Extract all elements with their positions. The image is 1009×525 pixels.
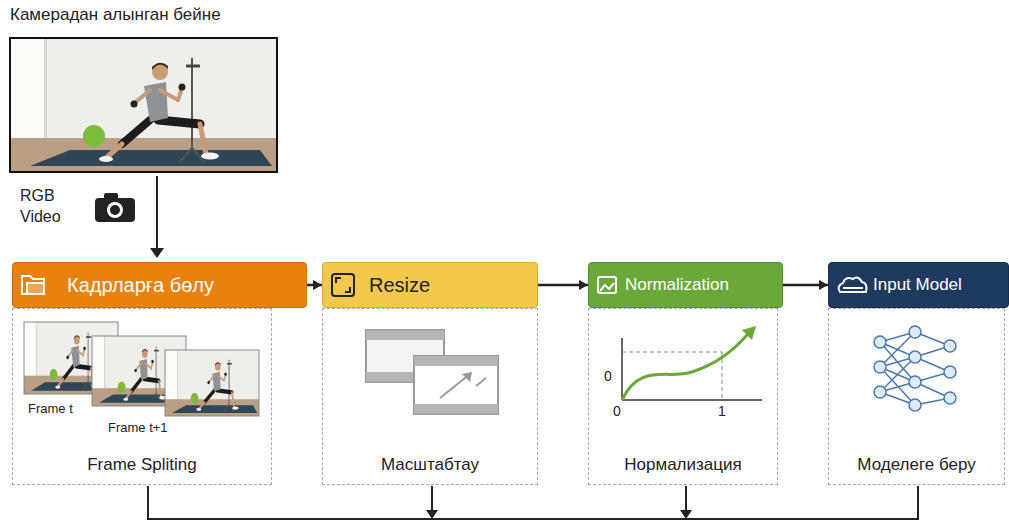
input-label: RGB Video (20, 186, 76, 228)
film-strip-icon (366, 330, 498, 414)
stage-title: Resize (369, 273, 529, 297)
normalization-graph (622, 326, 762, 400)
image-icon (598, 277, 616, 293)
axis-tick: 0 (613, 403, 621, 420)
stage-panel: Нормализация (588, 308, 778, 485)
stage-title: Input Model (873, 275, 1000, 295)
axis-tick: 1 (718, 403, 726, 420)
stage-caption: Масштабтау (381, 455, 479, 475)
camera-icon (95, 193, 135, 222)
stage-title: Кадрларға бөлу (67, 273, 298, 297)
stage-caption: Моделеге беру (857, 455, 975, 475)
stage-header: Resize (322, 262, 538, 308)
stage-header: Input Model (828, 262, 1009, 308)
feedback-lines (148, 486, 918, 519)
arrow-head (680, 510, 692, 519)
stage-caption: Нормализация (624, 455, 741, 475)
flow-arrow (307, 280, 322, 290)
cloud-icon (839, 278, 867, 292)
folder-icon (22, 276, 44, 294)
arrow-head (426, 510, 438, 519)
stage-caption: Frame Spliting (87, 455, 197, 475)
camera-photo (10, 38, 277, 172)
arrow-head (819, 280, 828, 290)
stage-panel: Frame Spliting (12, 308, 272, 485)
stage-header: Normalization (588, 262, 783, 308)
stage-header: Кадрларға бөлу (12, 262, 307, 308)
arrow-head (313, 280, 322, 290)
axis-tick: 0 (604, 368, 612, 385)
diagram-title: Камерадан алынган бейне (10, 5, 221, 25)
flow-arrow (783, 280, 828, 290)
frame-label: Frame t (28, 401, 73, 417)
frame-stack (24, 322, 259, 416)
stage-panel: Моделеге беру (828, 308, 1005, 485)
stage-title: Normalization (625, 275, 774, 295)
input-arrow (150, 176, 164, 258)
neural-network-icon (874, 326, 956, 411)
resize-icon (332, 274, 354, 296)
stage-panel: Масштабтау (322, 308, 538, 485)
arrow-head (579, 280, 588, 290)
frame-label: Frame t+1 (108, 420, 168, 436)
flow-arrow (538, 280, 588, 290)
